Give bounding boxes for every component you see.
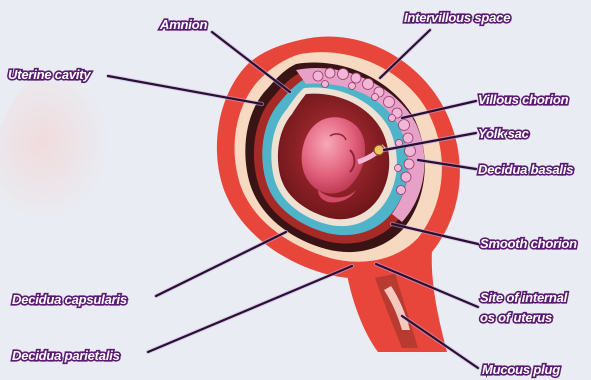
label-decidua-basalis: Decidua basalis [478,162,573,177]
label-decidua-capsularis: Decidua capsularis [12,292,127,307]
label-site-internal-os-line2: os of uterus [480,310,552,325]
background-ghost-shape [0,55,185,275]
label-decidua-parietalis: Decidua parietalis [12,348,120,363]
label-villous-chorion: Villous chorion [478,92,569,107]
label-amnion: Amnion [159,17,207,32]
label-mucous-plug: Mucous plug [482,362,560,377]
label-site-internal-os-line1: Site of internal [480,290,568,305]
label-yolk-sac: Yolk sac [478,126,530,141]
label-smooth-chorion: Smooth chorion [480,236,577,251]
label-uterine-cavity: Uterine cavity [8,67,91,82]
label-intervillous-space: Intervillous space [404,10,510,25]
